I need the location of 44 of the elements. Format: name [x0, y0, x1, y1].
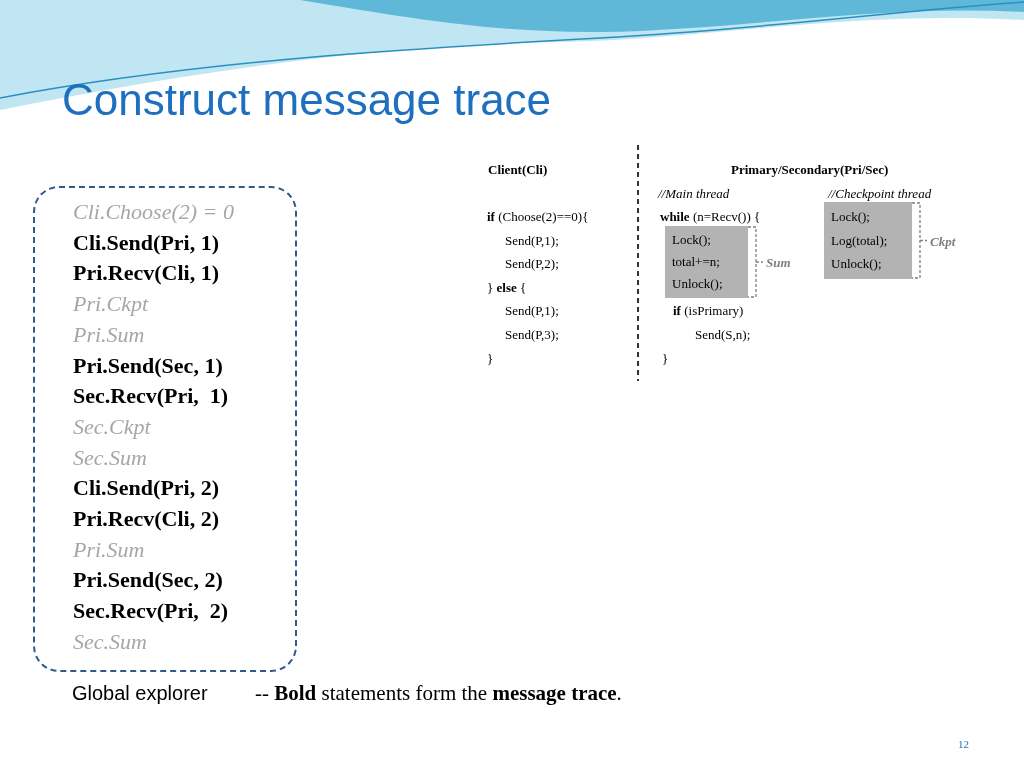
code-line: Unlock();	[831, 255, 882, 274]
code-line: Send(P,2);	[505, 256, 559, 270]
code-line: Unlock();	[672, 275, 723, 294]
code-line: while (n=Recv()) {	[660, 209, 761, 223]
block-label: Ckpt	[930, 234, 956, 247]
trace-statement: Pri.Send(Sec, 2)	[73, 566, 223, 595]
trace-statement: Pri.Sum	[73, 535, 145, 564]
code-line: if (isPrimary)	[673, 303, 744, 317]
code-comment: //Checkpoint thread	[828, 186, 932, 200]
trace-statement: Pri.Ckpt	[73, 290, 149, 319]
caption-text: -- Bold statements form the message trace.	[255, 682, 622, 704]
code-line: Send(P,3);	[505, 327, 559, 341]
trace-statement: Cli.Send(Pri, 1)	[73, 228, 220, 257]
trace-statement: Sec.Recv(Pri, 2)	[73, 597, 229, 626]
code-line: Lock();	[831, 208, 870, 227]
trace-statement: Sec.Sum	[73, 443, 147, 472]
code-line: }	[487, 351, 494, 365]
trace-statement: Sec.Ckpt	[73, 412, 151, 441]
code-line: Lock();	[672, 231, 711, 250]
trace-statement: Pri.Send(Sec, 1)	[73, 351, 223, 380]
code-comment: //Main thread	[658, 186, 730, 200]
trace-statement: Pri.Recv(Cli, 2)	[73, 505, 219, 534]
block-label: Sum	[766, 255, 791, 269]
code-line: }	[662, 351, 669, 365]
code-line: Send(P,1);	[505, 303, 559, 317]
column-heading: Client(Cli)	[488, 162, 548, 176]
trace-box	[33, 186, 297, 672]
trace-statement: Sec.Sum	[73, 627, 147, 656]
column-heading: Primary/Secondary(Pri/Sec)	[731, 162, 889, 176]
code-line: Send(S,n);	[695, 327, 751, 341]
code-line: } else {	[487, 280, 527, 294]
trace-statement: Cli.Choose(2) = 0	[73, 198, 234, 226]
code-line: if (Choose(2)==0){	[487, 209, 589, 223]
shaded-code-block	[824, 202, 912, 279]
code-line: Send(P,1);	[505, 233, 559, 247]
trace-statement: Sec.Recv(Pri, 1)	[73, 382, 229, 411]
code-line: Log(total);	[831, 231, 888, 250]
slide-title: Construct message trace	[62, 78, 552, 122]
shaded-code-block	[665, 226, 748, 298]
trace-statement: Pri.Sum	[73, 320, 145, 349]
trace-statement: Cli.Send(Pri, 2)	[73, 474, 220, 503]
trace-statement: Pri.Recv(Cli, 1)	[73, 259, 219, 288]
page-number: 12	[958, 738, 969, 750]
code-line: total+=n;	[672, 253, 720, 272]
